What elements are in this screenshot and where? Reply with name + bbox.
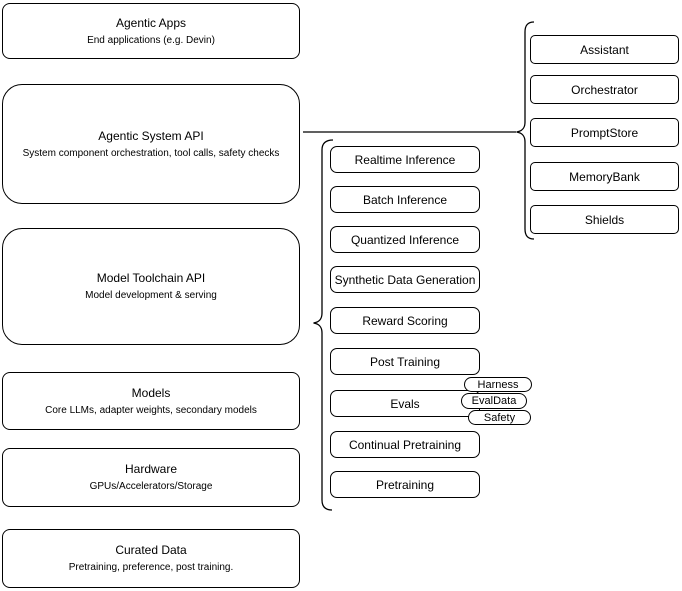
chip-shields: Shields	[530, 205, 679, 234]
chip-assistant: Assistant	[530, 35, 679, 64]
chip-post-training: Post Training	[330, 348, 480, 375]
chip-promptstore: PromptStore	[530, 118, 679, 147]
node-subtitle: System component orchestration, tool cal…	[22, 147, 280, 159]
node-curated-data: Curated Data Pretraining, preference, po…	[2, 529, 300, 588]
chip-realtime-inference: Realtime Inference	[330, 146, 480, 173]
chip-quantized-inference: Quantized Inference	[330, 226, 480, 253]
node-models: Models Core LLMs, adapter weights, secon…	[2, 372, 300, 430]
pill-safety: Safety	[468, 410, 531, 425]
chip-synthetic-data-generation: Synthetic Data Generation	[330, 266, 480, 293]
node-subtitle: GPUs/Accelerators/Storage	[89, 481, 213, 492]
node-title: Model Toolchain API	[96, 271, 206, 285]
chip-batch-inference: Batch Inference	[330, 186, 480, 213]
node-hardware: Hardware GPUs/Accelerators/Storage	[2, 448, 300, 507]
chip-memorybank: MemoryBank	[530, 162, 679, 191]
node-subtitle: End applications (e.g. Devin)	[87, 34, 215, 46]
chip-continual-pretraining: Continual Pretraining	[330, 431, 480, 458]
node-subtitle: Core LLMs, adapter weights, secondary mo…	[45, 404, 257, 416]
node-subtitle: Pretraining, preference, post training.	[68, 562, 234, 573]
node-title: Curated Data	[115, 543, 187, 557]
chip-reward-scoring: Reward Scoring	[330, 307, 480, 334]
node-title: Agentic System API	[98, 128, 204, 143]
chip-orchestrator: Orchestrator	[530, 75, 679, 104]
node-title: Models	[131, 385, 171, 400]
pill-harness: Harness	[464, 377, 532, 392]
pill-evaldata: EvalData	[461, 393, 527, 409]
node-agentic-system-api: Agentic System API System component orch…	[2, 84, 300, 204]
chip-evals: Evals	[330, 390, 480, 417]
node-title: Agentic Apps	[115, 15, 187, 30]
node-model-toolchain-api: Model Toolchain API Model development & …	[2, 228, 300, 345]
node-title: Hardware	[124, 462, 178, 476]
node-agentic-apps: Agentic Apps End applications (e.g. Devi…	[2, 3, 300, 59]
chip-pretraining: Pretraining	[330, 471, 480, 498]
node-subtitle: Model development & serving	[85, 290, 217, 301]
